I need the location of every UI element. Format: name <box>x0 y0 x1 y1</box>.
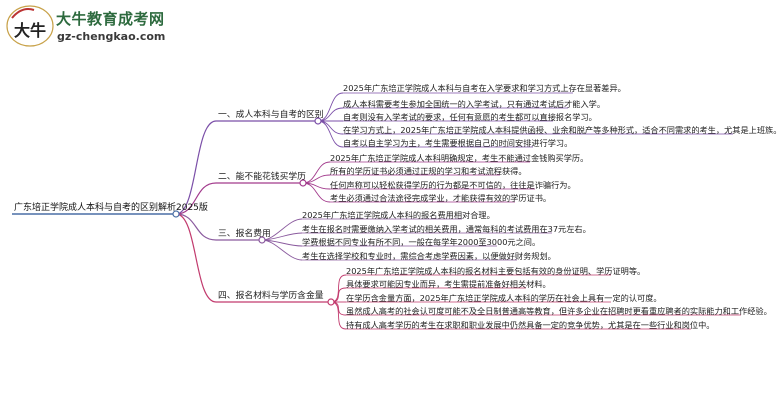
leaf-item: 虽然成人高考的社会认可度可能不及全日制普通高等教育，但许多企业在招聘时更看重应聘… <box>346 306 772 316</box>
branch-collapse-node <box>314 117 322 125</box>
branch-label-buy-degree: 二、能不能花钱买学历 <box>218 172 306 182</box>
leaf-item: 在学习方式上，2025年广东培正学院成人本科提供函授、业余和脱产等多种形式，适合… <box>343 125 781 135</box>
root-branch-connector <box>175 213 217 303</box>
logo-url: gz-chengkao.com <box>57 30 166 43</box>
root-collapse-node <box>172 210 180 218</box>
leaf-item: 2025年广东培正学院成人本科的报名材料主要包括有效的身份证明、学历证明等。 <box>346 266 646 276</box>
branch-label-fees: 三、报名费用 <box>218 229 271 239</box>
branch-collapse-node <box>258 236 266 244</box>
root-branch-connector <box>175 213 217 241</box>
branch-leaf-connector <box>302 174 331 184</box>
root-branch-connector <box>175 120 217 215</box>
branch-label-materials: 四、报名材料与学历含金量 <box>218 291 324 301</box>
leaf-item: 2025年广东培正学院成人本科与自考在入学要求和学习方式上存在显著差异。 <box>343 83 626 93</box>
leaf-item: 考生在选择学校和专业时，需综合考虑学费因素，以便做好财务规划。 <box>302 251 556 261</box>
branch-leaf-connector <box>317 120 344 135</box>
logo: 大牛 大牛教育成考网 gz-chengkao.com <box>0 0 200 48</box>
root-branch-connector <box>175 182 217 215</box>
leaf-item: 持有成人高考学历的考生在求职和职业发展中仍然具备一定的竞争优势，尤其是在一些行业… <box>346 320 715 330</box>
leaf-item: 在学历含金量方面，2025年广东培正学院成人本科的学历在社会上具有一定的认可度。 <box>346 293 662 303</box>
leaf-item: 所有的学历证书必须通过正规的学习和考试流程获得。 <box>330 166 527 176</box>
leaf-item: 自考以自主学习为主，考生需要根据自己的时间安排进行学习。 <box>343 138 573 148</box>
branch-label-difference: 一、成人本科与自考的区别 <box>218 110 324 120</box>
leaf-item: 考生在报名时需要缴纳入学考试的相关费用，通常每科的考试费用在37元左右。 <box>302 224 591 234</box>
leaf-item: 任何声称可以轻松获得学历的行为都是不可信的，往往是诈骗行为。 <box>330 180 576 190</box>
branch-collapse-node <box>299 179 307 187</box>
mindmap-connectors <box>12 92 741 330</box>
root-node: 广东培正学院成人本科与自考的区别解析2025版 <box>14 203 208 213</box>
logo-emblem-icon: 大牛 <box>6 5 54 47</box>
branch-leaf-connector <box>302 161 331 184</box>
branch-collapse-node <box>327 298 335 306</box>
leaf-item: 成人本科需要考生参加全国统一的入学考试，只有通过考试后才能入学。 <box>343 99 606 109</box>
leaf-item: 学费根据不同专业有所不同，一般在每学年2000至3000元之间。 <box>302 237 541 247</box>
leaf-item: 自考则没有入学考试的要求，任何有意愿的考生都可以直接报名学习。 <box>343 112 597 122</box>
leaf-item: 考生必须通过合法途径完成学业，才能获得有效的学历证书。 <box>330 193 552 203</box>
leaf-item: 具体要求可能因专业而异，考生需提前准备好相关材料。 <box>346 279 551 289</box>
leaf-item: 2025年广东培正学院成人本科明确规定，考生不能通过金钱购买学历。 <box>330 153 589 163</box>
leaf-item: 2025年广东培正学院成人本科的报名费用相对合理。 <box>302 210 495 220</box>
logo-emblem-text: 大牛 <box>14 21 46 40</box>
logo-title: 大牛教育成考网 <box>56 10 165 28</box>
